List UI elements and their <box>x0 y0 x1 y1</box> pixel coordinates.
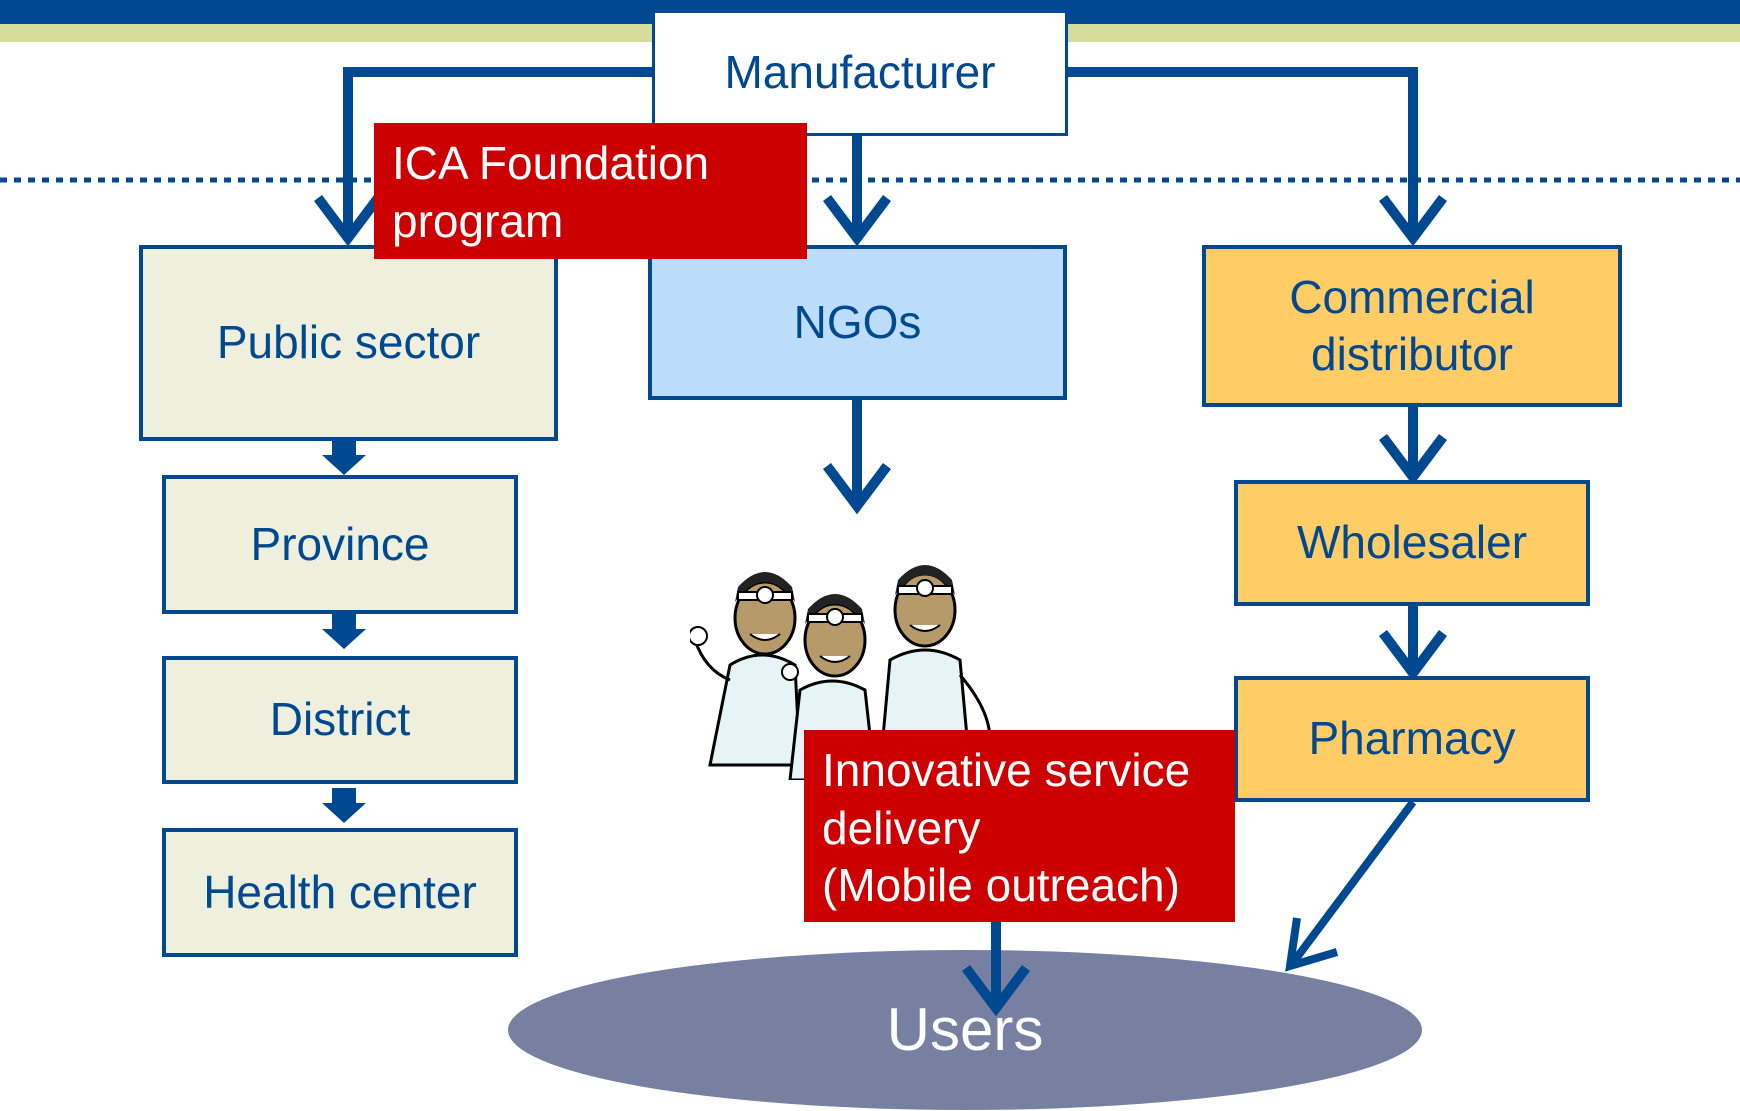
province-label: Province <box>250 517 430 570</box>
connector-pharmacy-users <box>1288 799 1417 967</box>
innovative-service-line-1: Innovative service <box>822 744 1191 796</box>
commercial-distributor-label: Commercial distributor <box>1289 270 1535 381</box>
district-node: District <box>162 656 518 784</box>
wholesaler-node: Wholesaler <box>1234 480 1590 606</box>
health-center-label: Health center <box>203 865 477 918</box>
arrowhead-wholesaler <box>1379 434 1447 486</box>
arrowhead-public <box>314 195 382 247</box>
pharmacy-node: Pharmacy <box>1234 676 1590 802</box>
province-node: Province <box>162 475 518 614</box>
arrowhead-users-diagonal <box>1285 917 1339 972</box>
innovative-service-line-3: (Mobile outreach) <box>822 859 1180 911</box>
ica-foundation-callout: ICA Foundation program <box>374 123 807 259</box>
arrowhead-outreach-users <box>962 965 1030 1017</box>
users-ellipse <box>508 950 1422 1110</box>
manufacturer-node: Manufacturer <box>652 10 1068 136</box>
innovative-service-line-2: delivery <box>822 801 981 854</box>
pharmacy-label: Pharmacy <box>1308 712 1516 765</box>
ngos-node: NGOs <box>648 245 1067 400</box>
block-arrows <box>322 440 366 823</box>
innovative-service-callout: Innovative service delivery (Mobile outr… <box>804 730 1235 922</box>
ica-foundation-label: ICA Foundation program <box>392 137 710 247</box>
public-sector-node: Public sector <box>139 245 558 441</box>
manufacturer-label: Manufacturer <box>724 46 996 99</box>
wholesaler-label: Wholesaler <box>1296 516 1528 569</box>
connector-to-commercial <box>1068 67 1418 240</box>
users-label: Users <box>886 996 1044 1063</box>
connector-to-public <box>343 67 652 240</box>
arrowhead-ngos-down <box>823 463 891 515</box>
arrowhead-pharmacy <box>1379 630 1447 682</box>
health-center-node: Health center <box>162 828 518 957</box>
public-sector-label: Public sector <box>216 316 481 369</box>
district-label: District <box>269 693 411 746</box>
commercial-distributor-node: Commercial distributor <box>1202 245 1622 407</box>
arrowhead-commercial <box>1379 195 1447 247</box>
ngos-label: NGOs <box>793 295 922 348</box>
arrowhead-ngos <box>823 195 891 247</box>
